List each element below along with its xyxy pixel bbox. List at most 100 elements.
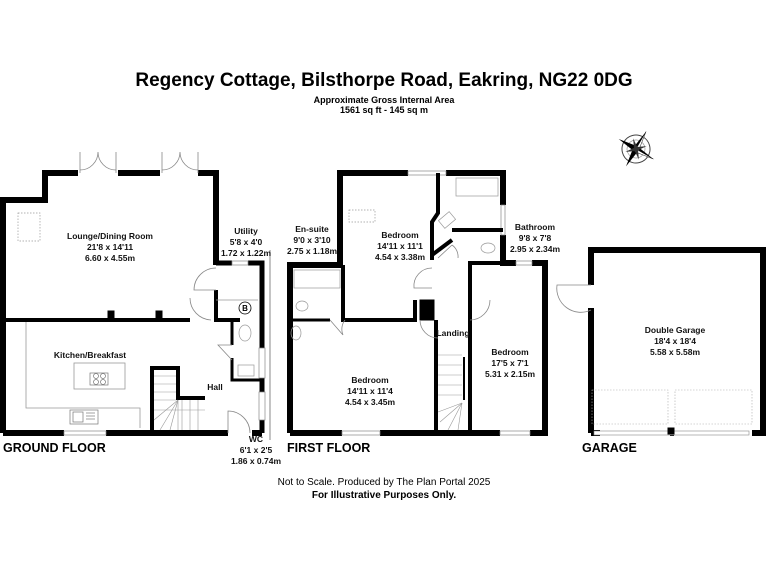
basin-icon (437, 211, 457, 229)
gross-area: 1561 sq ft - 145 sq m (339, 105, 429, 115)
room-label-bathroom: Bathroom 9'8 x 7'8 2.95 x 2.34m (505, 222, 565, 255)
ensuite-basin-icon (290, 325, 302, 341)
pillar (107, 310, 115, 322)
room-label-lounge: Lounge/Dining Room 21'8 x 14'11 6.60 x 4… (55, 231, 165, 264)
room-label-garage: Double Garage 18'4 x 18'4 5.58 x 5.58m (630, 325, 720, 358)
bedroom-door (469, 299, 491, 321)
boiler-label: B (242, 304, 248, 313)
kitchen-window (63, 430, 107, 436)
ground-floor-plan (0, 151, 271, 440)
room-metric: 5.31 x 2.15m (484, 369, 536, 379)
room-imperial: 9'0 x 3'10 (293, 235, 331, 245)
hob-icon (89, 372, 109, 386)
skylight (348, 209, 376, 223)
room-name: Bedroom (351, 375, 389, 385)
disclaimer-text: Not to Scale. Produced by The Plan Porta… (277, 477, 491, 488)
room-metric: 1.86 x 0.74m (230, 456, 282, 466)
bedroom-door (413, 267, 433, 289)
boiler-icon: B (238, 301, 252, 315)
room-label-bedroom-1: Bedroom 14'11 x 11'1 4.54 x 3.38m (365, 230, 435, 263)
room-name: En-suite (295, 224, 329, 234)
area-subtitle: Approximate Gross Internal Area (313, 95, 455, 105)
room-label-hall: Hall (200, 382, 230, 393)
bedroom-door (419, 319, 439, 339)
first-outer-wall (287, 170, 548, 436)
lounge-wall-top-right (198, 170, 219, 265)
room-label-landing: Landing (428, 328, 478, 339)
room-label-wc: WC 6'1 x 2'5 1.86 x 0.74m (226, 434, 286, 467)
front-door (227, 410, 251, 434)
room-metric: 5.58 x 5.58m (649, 347, 701, 357)
shower-icon (293, 269, 341, 289)
room-metric: 2.75 x 1.18m (286, 246, 338, 256)
landing-wall (434, 261, 500, 433)
compass-rose-icon (618, 131, 654, 167)
first-floor-plan (287, 170, 548, 436)
room-name: WC (248, 434, 264, 444)
room-name: Hall (207, 382, 223, 392)
staircase (437, 354, 463, 431)
room-imperial: 5'8 x 4'0 (229, 237, 263, 247)
room-name: Utility (234, 226, 258, 236)
floor-label-garage: GARAGE (582, 441, 637, 455)
wc-door (217, 344, 233, 361)
room-label-ensuite: En-suite 9'0 x 3'10 2.75 x 1.18m (281, 224, 343, 257)
bedroom-window (515, 260, 533, 266)
bathroom-window (500, 204, 506, 236)
garage-plan (556, 247, 766, 436)
room-imperial: 14'11 x 11'1 (377, 241, 423, 251)
property-title: Regency Cottage, Bilsthorpe Road, Eakrin… (135, 70, 633, 91)
wc-wall (230, 320, 262, 382)
garage-side-door (556, 284, 592, 313)
room-name: Bedroom (491, 347, 529, 357)
room-metric: 2.95 x 2.34m (509, 244, 561, 254)
bath-icon (455, 177, 499, 197)
hall-door (189, 297, 212, 321)
lounge-wall (0, 170, 78, 433)
hall-window (258, 391, 266, 421)
sink-icon (69, 409, 99, 425)
ensuite-toilet-icon (295, 300, 309, 312)
room-imperial: 14'11 x 11'4 (347, 386, 393, 396)
floor-label-first: FIRST FLOOR (287, 441, 371, 455)
toilet-icon (480, 242, 496, 254)
utility-window (231, 260, 249, 266)
bedroom-window (341, 430, 381, 436)
room-imperial: 17'5 x 7'1 (491, 358, 529, 368)
bathroom-wall (430, 228, 503, 257)
room-name: Bedroom (381, 230, 419, 240)
room-name: Double Garage (644, 325, 706, 335)
room-metric: 4.54 x 3.38m (374, 252, 426, 262)
utility-wall (216, 260, 265, 433)
room-name: Lounge/Dining Room (67, 231, 153, 241)
chimney (419, 299, 435, 321)
room-label-bedroom-3: Bedroom 17'5 x 7'1 5.31 x 2.15m (478, 347, 542, 380)
room-imperial: 6'1 x 2'5 (239, 445, 273, 455)
room-imperial: 21'8 x 14'11 (86, 242, 134, 252)
wc-toilet-icon (238, 324, 252, 342)
ensuite-door (329, 319, 346, 336)
staircase (153, 375, 205, 431)
room-name: Kitchen/Breakfast (53, 350, 127, 360)
bedroom-window (407, 170, 447, 176)
floor-label-ground: GROUND FLOOR (3, 441, 106, 455)
bedroom1-right-wall (430, 173, 440, 260)
room-metric: 6.60 x 4.55m (84, 253, 136, 263)
bedroom-window (499, 430, 531, 436)
room-label-utility: Utility 5'8 x 4'0 1.72 x 1.22m (215, 226, 277, 259)
wc-basin-icon (237, 364, 255, 377)
kitchen-island (73, 362, 126, 390)
garage-wall (588, 247, 766, 436)
room-name: Bathroom (514, 222, 556, 232)
ensuite-wall (341, 265, 417, 322)
parking-bay (674, 389, 753, 425)
room-imperial: 9'8 x 7'8 (518, 233, 552, 243)
room-metric: 4.54 x 3.45m (344, 397, 396, 407)
stair-wall (150, 366, 205, 430)
room-metric: 1.72 x 1.22m (220, 248, 272, 258)
utility-inner-wall (214, 290, 240, 322)
garage-pillar (667, 427, 675, 435)
bathroom-door (437, 244, 459, 259)
parking-bay (591, 389, 669, 425)
